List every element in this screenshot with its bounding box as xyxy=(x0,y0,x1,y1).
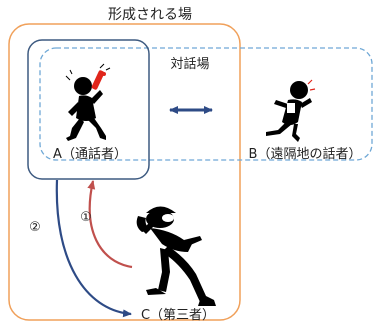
dialogue-field-label: 対話場 xyxy=(170,56,209,72)
step-1-label: ① xyxy=(80,210,92,225)
formed-field-label: 形成される場 xyxy=(108,7,192,23)
remote-speaker-icon xyxy=(266,79,316,142)
person-b-label: B（遠隔地の話者） xyxy=(249,146,362,162)
person-c-label: C（第三者） xyxy=(141,308,215,323)
formed-field-boundary xyxy=(8,23,241,321)
person-a-label: A（通話者） xyxy=(53,146,127,162)
eavesdropper-icon xyxy=(136,206,216,306)
person-a-box xyxy=(27,39,150,180)
step-2-arrow xyxy=(55,179,132,318)
person-on-phone-icon xyxy=(65,63,111,141)
step-2-label: ② xyxy=(29,220,41,235)
dialogue-field-boundary xyxy=(39,47,373,161)
step-1-arrow xyxy=(87,180,133,269)
